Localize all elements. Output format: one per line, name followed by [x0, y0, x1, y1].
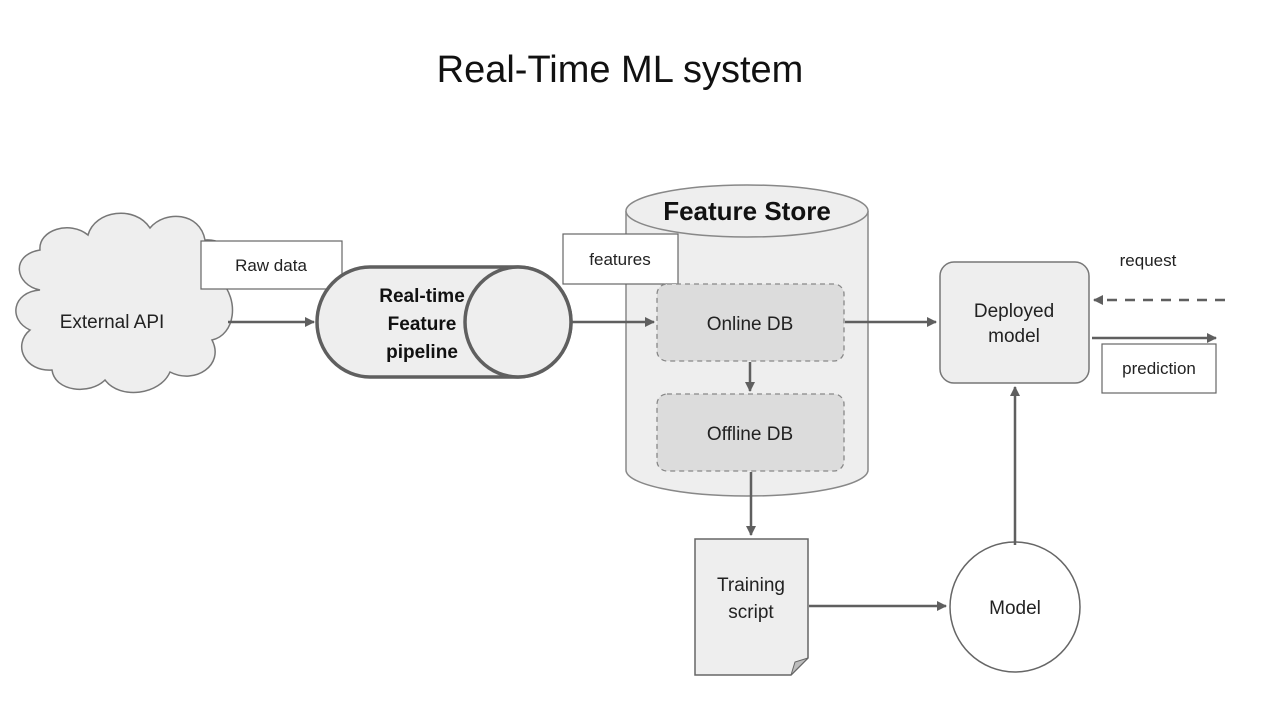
deployed-model-label-line-2: model	[988, 326, 1040, 347]
pipeline-label-line-1: Real-time	[379, 286, 465, 307]
raw-data-label-box: Raw data	[200, 240, 343, 290]
offline-db-label: Offline DB	[707, 424, 793, 445]
external-api-label: External API	[60, 312, 165, 333]
model-node: Model	[949, 541, 1081, 673]
online-db-label: Online DB	[707, 314, 794, 335]
prediction-label-box: prediction	[1101, 343, 1217, 394]
offline-db-node: Offline DB	[656, 393, 845, 472]
pipeline-label-line-3: pipeline	[386, 342, 458, 363]
raw-data-label: Raw data	[235, 256, 307, 275]
pipeline-label-line-2: Feature	[388, 314, 457, 335]
request-label: request	[1120, 251, 1177, 270]
training-script-label-line-2: script	[728, 602, 774, 623]
deployed-model-node: Deployed model	[939, 261, 1090, 384]
cloud-icon	[15, 212, 234, 394]
page-fold-icon	[790, 657, 809, 676]
external-api-node: External API	[15, 212, 234, 394]
training-script-label-line-1: Training	[717, 575, 785, 596]
prediction-label: prediction	[1122, 359, 1196, 378]
page-title: Real-Time ML system	[437, 49, 804, 91]
training-script-node: Training script	[694, 538, 809, 676]
online-db-node: Online DB	[656, 283, 845, 362]
features-label-box: features	[562, 233, 679, 285]
deployed-model-label-line-1: Deployed	[974, 301, 1054, 322]
feature-pipeline-node: Real-time Feature pipeline	[315, 265, 573, 379]
model-label: Model	[989, 598, 1041, 619]
feature-store-label: Feature Store	[663, 196, 831, 226]
features-label: features	[589, 250, 650, 269]
